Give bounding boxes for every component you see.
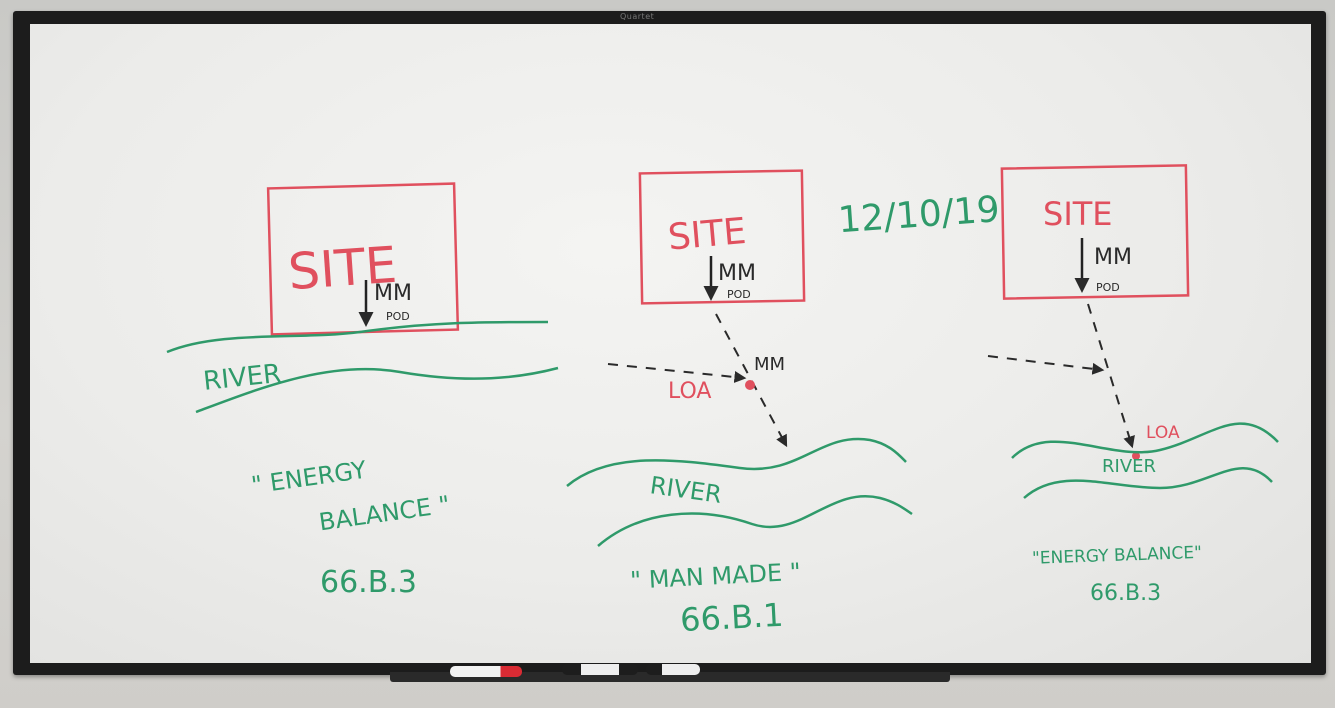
caption-middle: " MAN MADE "	[629, 558, 801, 595]
pod-label-middle: POD	[727, 288, 751, 301]
site-label-right: SITE	[1043, 195, 1113, 233]
dashed-flow-middle	[715, 313, 788, 448]
dashed-inflow-middle	[607, 363, 747, 383]
mm2-label-middle: MM	[754, 354, 785, 375]
mm-label-left: MM	[374, 281, 412, 306]
loa-point-middle	[745, 380, 755, 390]
river-bank-bottom-middle	[597, 495, 913, 547]
caption-left-line1: " ENERGY	[250, 456, 369, 500]
date-label: 12/10/19	[837, 189, 1001, 241]
river-bank-top-left	[166, 320, 549, 354]
river-label-middle: RIVER	[648, 471, 723, 509]
dashed-inflow-right	[987, 355, 1105, 375]
red-marker	[450, 666, 522, 677]
whiteboard-surface	[30, 24, 1311, 663]
caption-right: "ENERGY BALANCE"	[1032, 543, 1202, 569]
loa-point-right	[1132, 452, 1140, 460]
panel-left: SITE MM POD RIVER " ENERGY BALANCE " 66.…	[166, 182, 559, 600]
site-box-right	[1000, 164, 1190, 300]
loa-label-middle: LOA	[668, 379, 711, 404]
code-left: 66.B.3	[320, 565, 417, 600]
panel-right: SITE MM POD LOA RIVER "ENERGY BALANCE" 6…	[987, 164, 1279, 606]
dashed-flow-right	[1087, 303, 1135, 449]
river-bank-bottom-right	[1023, 467, 1273, 499]
river-bank-bottom-left	[195, 366, 559, 414]
site-box-middle	[638, 169, 806, 305]
pod-label-right: POD	[1096, 281, 1120, 294]
loa-label-right: LOA	[1146, 423, 1180, 443]
river-label-left: RIVER	[202, 359, 283, 397]
code-middle: 66.B.1	[679, 596, 784, 639]
black-marker-2	[646, 664, 700, 675]
marker-tray	[390, 672, 950, 682]
river-bank-top-middle	[566, 437, 907, 487]
mm-label-middle: MM	[718, 261, 756, 286]
brand-label: Quartet	[620, 12, 655, 21]
caption-left-line2: BALANCE "	[317, 490, 451, 536]
black-marker-1	[562, 664, 638, 675]
river-label-right: RIVER	[1102, 456, 1156, 477]
pod-label-left: POD	[386, 310, 410, 323]
mm-label-right: MM	[1094, 245, 1132, 270]
code-right: 66.B.3	[1090, 581, 1161, 606]
site-label-middle: SITE	[666, 211, 747, 259]
panel-middle: SITE MM POD MM LOA RIVER " MAN MADE " 66…	[566, 169, 913, 639]
site-label-left: SITE	[286, 236, 398, 301]
river-bank-top-right	[1011, 422, 1279, 459]
